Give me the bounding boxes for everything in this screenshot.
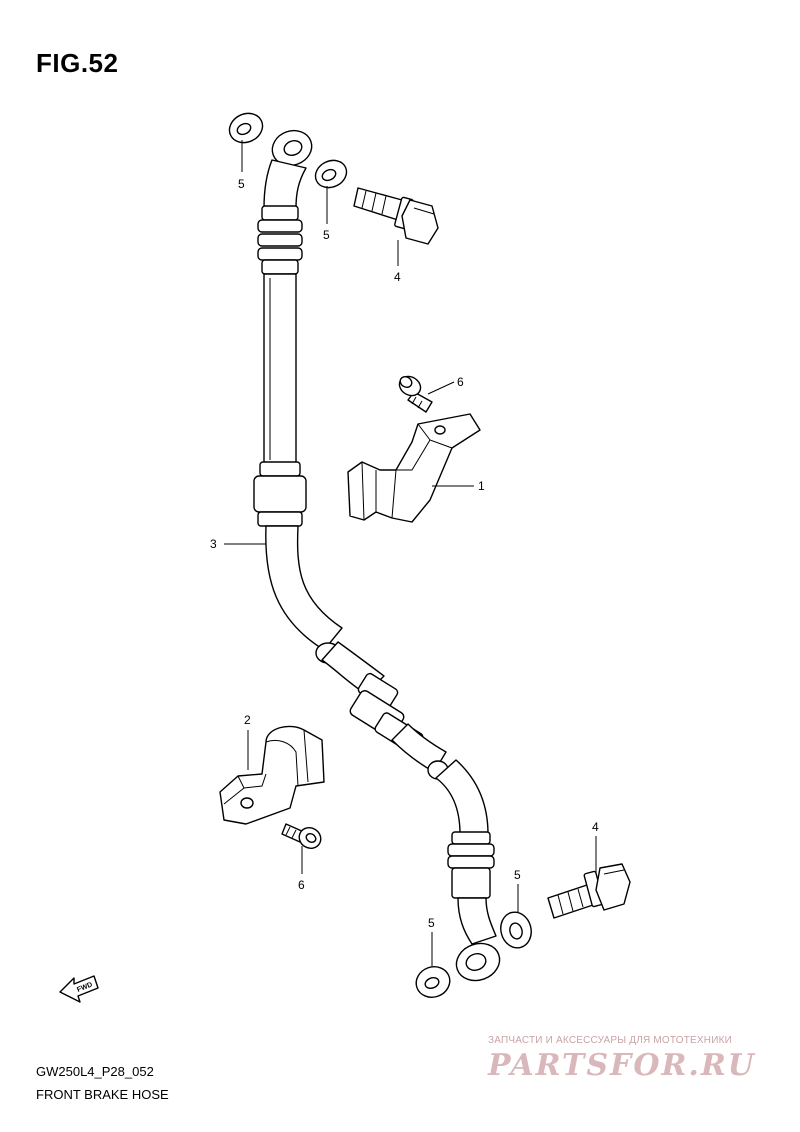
callout-part-5-bottom-right: 5 [514,868,521,882]
callout-part-4-top: 4 [394,270,401,284]
washer-part-5-top-right [314,159,348,189]
hose-bracket-part-1 [347,413,481,523]
callout-part-5-bottom-left: 5 [428,916,435,930]
watermark-caption: ЗАПЧАСТИ И АКСЕССУАРЫ ДЛЯ МОТОТЕХНИКИ [488,1035,733,1046]
callout-part-5-top-left: 5 [238,177,245,191]
fwd-direction-arrow-icon: FWD [59,975,99,1003]
callout-part-4-bottom: 4 [592,820,599,834]
washer-part-5-top-left [228,112,264,144]
callout-part-5-top-right: 5 [323,228,330,242]
callout-part-6-bottom: 6 [298,878,305,892]
watermark: ЗАПЧАСТИ И АКСЕССУАРЫ ДЛЯ МОТОТЕХНИКИ PA… [488,1035,788,1083]
leader-lines [224,140,597,966]
hose-clamp-part-2 [219,725,325,825]
washer-part-5-bottom-left [415,966,451,998]
washer-part-5-bottom-right [500,911,532,949]
watermark-logo: PARTSFOR.RU [488,1048,756,1083]
callout-part-1: 1 [478,479,485,493]
union-bolt-part-4-top [353,187,439,245]
model-code: GW250L4_P28_052 [36,1064,154,1079]
brake-hose-part-3 [253,129,501,982]
clamp-bolt-part-6-bottom [281,823,322,849]
figure-title: FIG.52 [36,48,119,78]
callout-part-2: 2 [244,713,251,727]
union-bolt-part-4-bottom [547,863,631,919]
callout-part-3: 3 [210,537,217,551]
section-name: FRONT BRAKE HOSE [36,1087,169,1102]
clamp-bolt-part-6-top [398,375,433,413]
callout-part-6-top: 6 [457,375,464,389]
